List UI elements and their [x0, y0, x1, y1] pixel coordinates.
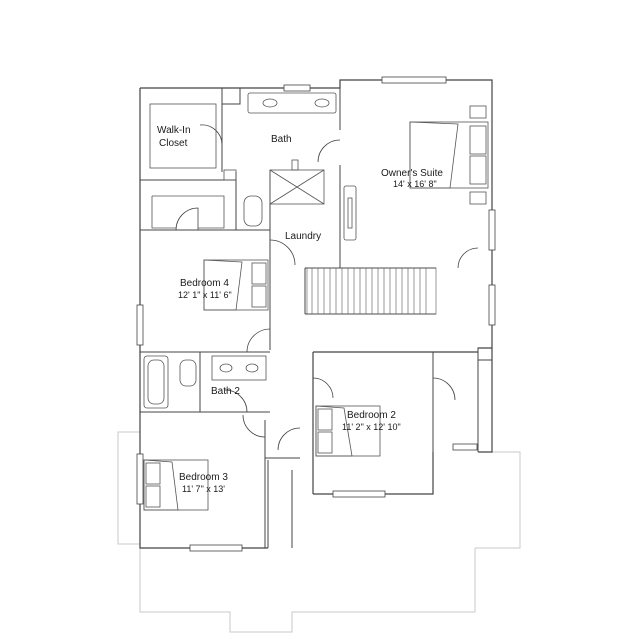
owners-suite-bed — [409, 105, 489, 205]
master-bath-fixtures — [223, 92, 337, 227]
bedroom-3-bed — [143, 459, 209, 511]
owners-suite-dimensions: 14' x 16' 8" — [393, 179, 437, 189]
door-swings — [175, 124, 479, 451]
staircase — [306, 267, 437, 315]
bedroom-4-bed — [203, 259, 269, 311]
bedroom-2-bed — [315, 405, 381, 457]
bath-2-label: Bath 2 — [211, 386, 240, 397]
owners-suite-label: Owner's Suite — [381, 168, 443, 179]
bedroom-2-dimensions: 11' 2" x 12' 10" — [342, 422, 401, 432]
walk-in-closet-label-line1: Walk-In — [157, 125, 191, 136]
walk-in-closet-label-line2: Closet — [159, 138, 188, 149]
bedroom-4-label: Bedroom 4 — [180, 278, 229, 289]
bedroom-3-dimensions: 11' 7" x 13' — [182, 484, 225, 494]
bedroom-2-label: Bedroom 2 — [347, 410, 396, 421]
bedroom-4-dimensions: 12' 1" x 11' 6" — [178, 290, 232, 300]
exterior-context — [117, 431, 521, 633]
closet-shelving — [149, 103, 225, 229]
bath-2-fixtures — [143, 355, 267, 409]
windows — [136, 76, 496, 552]
bedroom-3-label: Bedroom 3 — [179, 472, 228, 483]
laundry-fixtures — [343, 185, 357, 241]
bath-label: Bath — [271, 134, 292, 145]
laundry-label: Laundry — [285, 231, 321, 242]
